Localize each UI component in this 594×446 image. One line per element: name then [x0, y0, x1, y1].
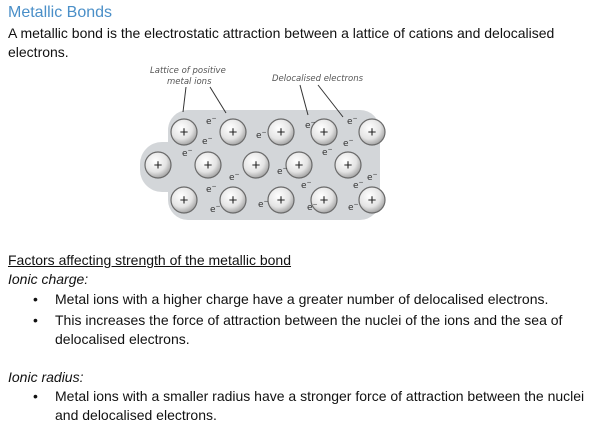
- factors-heading: Factors affecting strength of the metall…: [8, 252, 292, 268]
- cation-ion: +: [334, 151, 362, 179]
- electron-label: e−: [206, 115, 217, 127]
- ion-charge-label: +: [180, 192, 189, 209]
- ionic-radius-heading: Ionic radius:: [8, 369, 84, 385]
- cation-ion: +: [194, 151, 222, 179]
- ion-charge-label: +: [320, 124, 329, 141]
- cation-ion: +: [310, 118, 338, 146]
- electron-label: e−: [353, 179, 364, 191]
- electron-label: e−: [301, 179, 312, 191]
- electron-label: e−: [305, 119, 316, 131]
- bullet-icon: •: [33, 291, 38, 307]
- cation-ion: +: [267, 186, 295, 214]
- ionic-charge-heading: Ionic charge:: [8, 271, 89, 287]
- list-item: • This increases the force of attraction…: [0, 311, 594, 349]
- ion-charge-label: +: [320, 192, 329, 209]
- electron-label: e−: [202, 135, 213, 147]
- bullet-text: This increases the force of attraction b…: [55, 312, 563, 347]
- ion-charge-label: +: [180, 124, 189, 141]
- ion-charge-label: +: [295, 157, 304, 174]
- ion-charge-label: +: [229, 124, 238, 141]
- cation-ion: +: [219, 186, 247, 214]
- electron-label: e−: [367, 171, 378, 183]
- ion-charge-label: +: [277, 192, 286, 209]
- ion-group: + + + + + + + + + + + + + + +: [144, 118, 386, 214]
- electron-label: e−: [343, 137, 354, 149]
- cation-ion: +: [219, 118, 247, 146]
- cation-ion: +: [358, 118, 386, 146]
- cation-ion: +: [170, 118, 198, 146]
- ion-charge-label: +: [229, 192, 238, 209]
- electron-label: e−: [229, 171, 240, 183]
- cation-ion: +: [358, 186, 386, 214]
- bullet-icon: •: [33, 312, 38, 328]
- bullet-icon: •: [33, 388, 38, 404]
- intro-paragraph: A metallic bond is the electrostatic att…: [8, 25, 555, 60]
- page-title: Metallic Bonds: [8, 4, 113, 21]
- list-item: • Metal ions with a higher charge have a…: [0, 290, 594, 309]
- electron-label: e−: [307, 201, 318, 213]
- electron-label: e−: [210, 203, 221, 215]
- lattice-label-line1: Lattice of positive: [150, 66, 226, 76]
- ion-charge-label: +: [252, 157, 261, 174]
- ion-charge-label: +: [368, 192, 377, 209]
- electron-label: e−: [258, 198, 269, 210]
- cation-ion: +: [267, 118, 295, 146]
- ion-charge-label: +: [344, 157, 353, 174]
- electron-label: e−: [206, 183, 217, 195]
- cation-ion: +: [170, 186, 198, 214]
- bullet-text: Metal ions with a higher charge have a g…: [55, 291, 549, 307]
- ion-charge-label: +: [277, 124, 286, 141]
- cation-ion: +: [144, 151, 172, 179]
- lattice-label-line2: metal ions: [167, 77, 212, 87]
- bullet-text: Metal ions with a smaller radius have a …: [55, 388, 585, 423]
- cation-ion: +: [242, 151, 270, 179]
- electron-group: e−e−e−e−e−e−e−e−e−e−e−e−e−e−e−e−e−e−: [182, 115, 378, 215]
- electron-label: e−: [322, 146, 333, 158]
- cation-ion: +: [310, 186, 338, 214]
- ionic-charge-list: • Metal ions with a higher charge have a…: [0, 290, 594, 351]
- list-item: • Metal ions with a smaller radius have …: [0, 387, 594, 425]
- electron-label: e−: [277, 165, 288, 177]
- electron-label: e−: [182, 147, 193, 159]
- ionic-radius-list: • Metal ions with a smaller radius have …: [0, 387, 594, 427]
- ion-charge-label: +: [204, 157, 213, 174]
- metallic-lattice-diagram: Lattice of positive metal ions Delocalis…: [140, 66, 386, 220]
- electrons-label: Delocalised electrons: [272, 74, 364, 84]
- ion-charge-label: +: [154, 157, 163, 174]
- pointer-lines: [182, 84, 344, 118]
- electron-label: e−: [256, 129, 267, 141]
- electron-label: e−: [347, 115, 358, 127]
- cation-ion: +: [285, 151, 313, 179]
- ion-charge-label: +: [368, 124, 377, 141]
- electron-label: e−: [348, 201, 359, 213]
